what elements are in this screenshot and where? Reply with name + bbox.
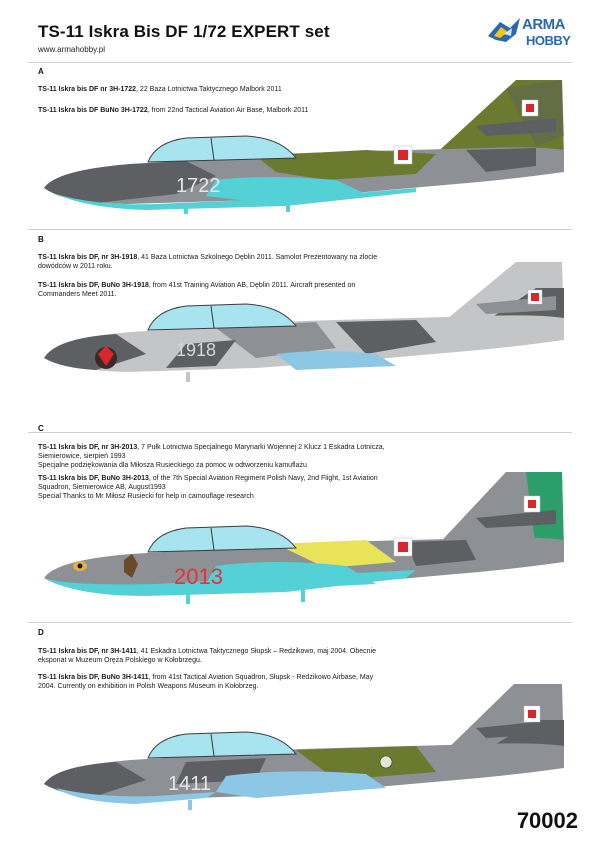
underside — [56, 188, 416, 210]
divider — [28, 62, 572, 63]
divider — [28, 432, 572, 433]
website-url[interactable]: www.armahobby.pl — [38, 45, 105, 54]
nose-badge-icon — [95, 346, 117, 369]
roundel-fuselage — [393, 537, 413, 557]
section-letter-d: D — [38, 628, 44, 637]
aircraft-profile-c: 2013 — [44, 472, 564, 604]
desc-line: TS-11 Iskra bis DF, BuNo 3H-1411, from 4… — [38, 674, 374, 681]
desc-line: TS-11 Iskra bis DF, nr 3H-2013, 7 Pułk L… — [38, 444, 385, 451]
logo-mark-icon — [488, 18, 520, 42]
aircraft-profile-a: 1722 — [44, 80, 564, 214]
desc-line: dowódców w 2011 roku. — [38, 263, 113, 270]
section-letter-b: B — [38, 235, 44, 244]
underside — [216, 771, 386, 798]
logo-text-arma: ARMA — [522, 16, 566, 33]
desc-line: TS-11 Iskra bis DF, BuNo 3H-2013, of the… — [38, 475, 378, 482]
desc-line: TS-11 Iskra bis DF BuNo 3H-1722, from 22… — [38, 107, 309, 114]
canopy — [147, 525, 297, 553]
desc-line: Specjalne podziękowania dla Miłosza Rusi… — [38, 462, 307, 469]
roundel-fin — [527, 289, 543, 305]
desc-line: TS-11 Iskra bis DF, nr 3H-1918, 41 Baza … — [38, 254, 378, 261]
roundel-fin — [521, 99, 539, 117]
canopy — [147, 303, 297, 331]
catalog-number: 70002 — [516, 808, 578, 833]
aircraft-profile-d: 1411 — [44, 684, 564, 810]
section-letter-a: A — [38, 67, 44, 76]
tail-fin — [431, 80, 564, 158]
roundel-fuselage — [393, 145, 413, 165]
roundel-fin — [523, 705, 541, 723]
arma-hobby-logo: ARMA HOBBY — [486, 14, 578, 54]
canopy — [147, 135, 297, 163]
roundel-fin — [523, 495, 541, 513]
section-c-description: TS-11 Iskra bis DF, nr 3H-2013, 7 Pułk L… — [38, 443, 398, 501]
aircraft-code-d: 1411 — [168, 773, 211, 795]
desc-line: Special Thanks to Mr Miłosz Rusiecki for… — [38, 493, 254, 500]
owl-emblem-icon — [124, 554, 138, 578]
aircraft-code-c: 2013 — [174, 564, 223, 589]
page-title: TS-11 Iskra Bis DF 1/72 EXPERT set — [38, 22, 330, 41]
section-d-description: TS-11 Iskra bis DF, nr 3H-1411, 41 Eskad… — [38, 647, 398, 691]
divider — [28, 622, 572, 623]
desc-line: Commanders Meet 2011. — [38, 291, 117, 298]
section-b-description: TS-11 Iskra bis DF, nr 3H-1918, 41 Baza … — [38, 253, 378, 299]
desc-line: Siemierowice, sierpień 1993 — [38, 453, 126, 460]
desc-line: TS-11 Iskra bis DF, BuNo 3H-1918, from 4… — [38, 282, 356, 289]
section-a-description: TS-11 Iskra bis DF nr 3H-1722, 22 Baza L… — [38, 85, 378, 115]
desc-line: 2004. Currently on exhibition in Polish … — [38, 683, 259, 690]
desc-line: eksponat w Muzeum Oręża Polskiego w Koło… — [38, 657, 202, 664]
aircraft-code-b: 1918 — [176, 340, 216, 360]
desc-line: TS-11 Iskra bis DF, nr 3H-1411, 41 Eskad… — [38, 648, 376, 655]
aircraft-profile-b: 1918 — [44, 262, 564, 382]
underside — [276, 351, 396, 370]
section-letter-c: C — [38, 424, 44, 433]
logo-text-hobby: HOBBY — [526, 33, 571, 48]
canopy — [147, 731, 297, 759]
squadron-badge-icon — [379, 755, 393, 769]
desc-line: TS-11 Iskra bis DF nr 3H-1722, 22 Baza L… — [38, 86, 282, 93]
aircraft-code-a: 1722 — [176, 175, 221, 197]
divider — [28, 229, 572, 230]
page-header: TS-11 Iskra Bis DF 1/72 EXPERT set www.a… — [0, 0, 600, 62]
desc-line: Squadron, Siemierowice AB, August1993 — [38, 484, 166, 491]
owl-eye-nose-art-icon — [73, 561, 87, 571]
